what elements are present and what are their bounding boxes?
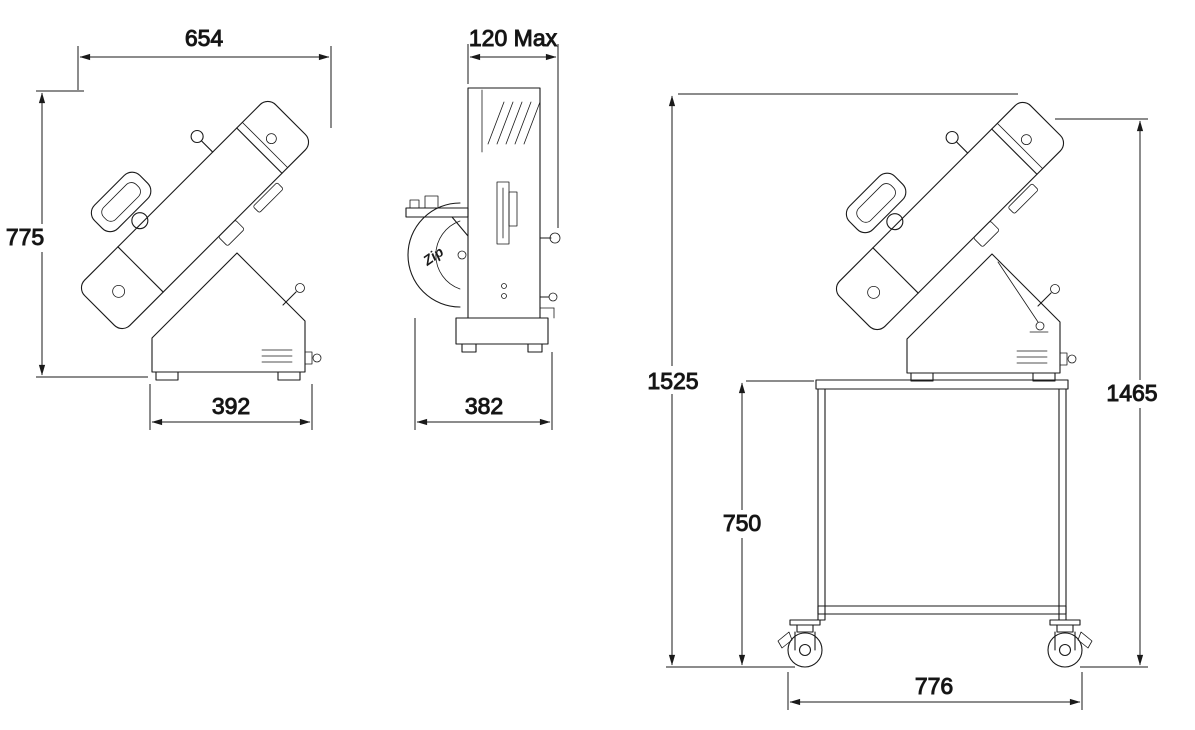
blade-guard-arc	[407, 202, 461, 308]
brand-logo-text: Zip	[419, 243, 447, 269]
dim-label-654: 654	[185, 25, 224, 51]
carriage-handle	[90, 171, 152, 233]
front-view: 654 775 392	[2, 25, 332, 430]
dimension-total-height-on-cart: 1525	[644, 93, 1018, 668]
caster-wheel-left	[777, 619, 823, 668]
cart-tabletop	[815, 379, 1069, 390]
dim-label-775: 775	[6, 224, 44, 250]
vent-slots	[487, 101, 541, 145]
dimension-machine-top-height: 1465	[1055, 118, 1162, 668]
machine-foot	[461, 343, 477, 353]
brake-lever	[1077, 631, 1093, 649]
machine-base	[151, 252, 306, 373]
machine-foot	[527, 343, 543, 353]
cart-leg-left	[817, 388, 826, 621]
cart-leg-right	[1058, 388, 1067, 621]
slicer-machine-side: Zip	[405, 87, 561, 353]
side-view: Zip 120 Max 382	[405, 25, 561, 430]
lever-knob	[295, 283, 305, 293]
machine-base-side	[455, 317, 549, 345]
side-knob	[549, 232, 561, 244]
product-tray-arm	[405, 207, 469, 218]
dimension-cart-width: 776	[787, 672, 1083, 710]
brake-lever	[777, 631, 793, 649]
cart-lower-frame	[817, 605, 1067, 615]
dimension-overall-height: 775	[2, 90, 148, 378]
slicer-body-angled	[80, 100, 310, 330]
hex-knob	[131, 212, 149, 230]
dimension-cart-height: 750	[716, 380, 814, 666]
dim-label-120max: 120 Max	[469, 25, 558, 51]
thickness-knob	[190, 129, 204, 144]
dim-label-392: 392	[212, 393, 250, 419]
dim-label-750: 750	[723, 510, 761, 536]
cart-view: 1525 1465 750 776	[644, 64, 1162, 710]
dim-label-1525: 1525	[647, 368, 698, 394]
cart-stand	[777, 379, 1093, 668]
dim-label-1465: 1465	[1106, 380, 1157, 406]
dim-label-776: 776	[915, 673, 953, 699]
carriage-support-arm	[997, 261, 1049, 333]
dimension-max-depth: 120 Max	[467, 25, 559, 228]
machine-foot	[155, 371, 179, 381]
caster-wheel-right	[1047, 619, 1093, 668]
dimension-overall-width: 654	[77, 25, 332, 128]
dimension-base-width: 392	[149, 384, 313, 430]
dimension-base-depth: 382	[414, 318, 553, 430]
side-knob	[548, 292, 558, 302]
slicer-machine-front	[80, 100, 322, 381]
power-knob	[312, 353, 322, 363]
machine-foot	[277, 371, 301, 381]
dim-label-382: 382	[465, 393, 503, 419]
slicer-machine-on-cart	[798, 64, 1078, 382]
